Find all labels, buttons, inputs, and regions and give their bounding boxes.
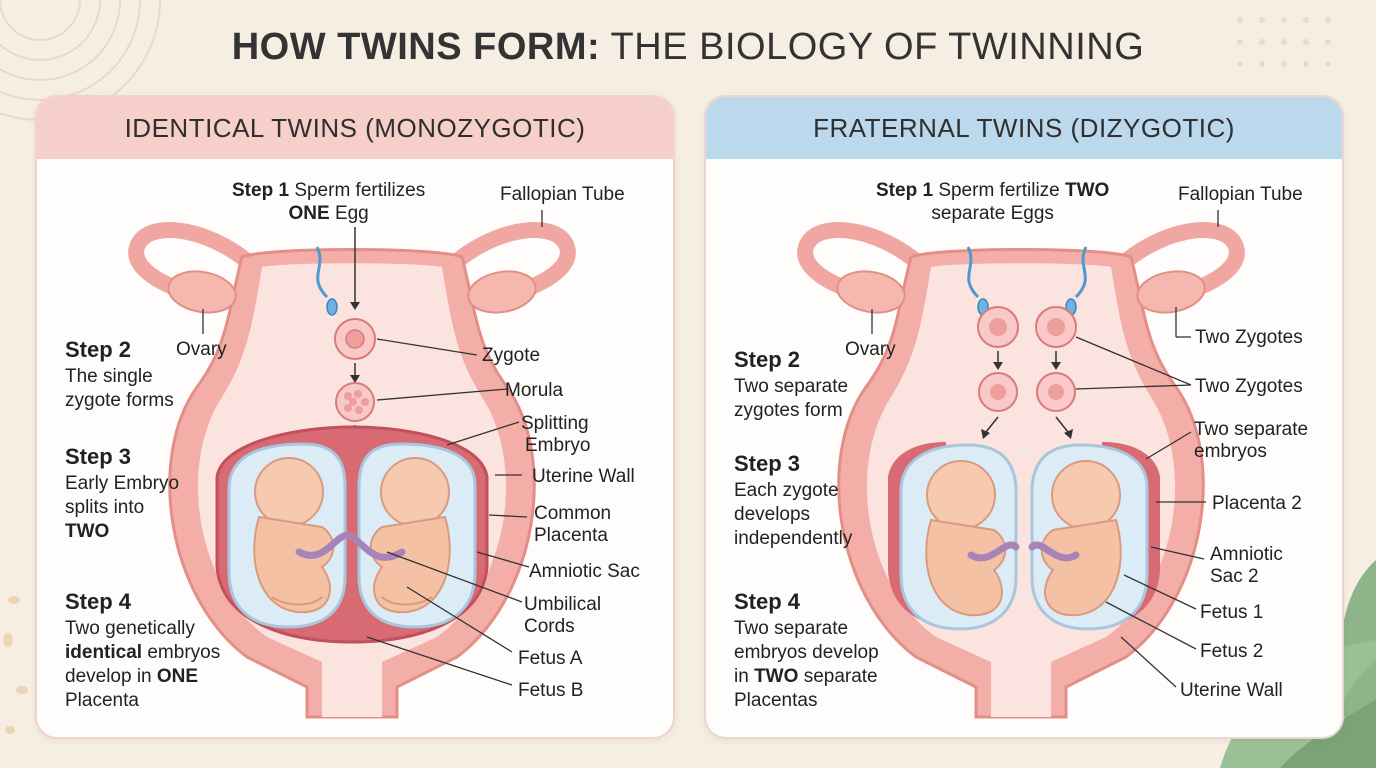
- fetus-a-label: Fetus A: [518, 648, 583, 669]
- fetus-2-label: Fetus 2: [1200, 641, 1264, 662]
- two-zygotes-top-label: Two Zygotes: [1195, 327, 1303, 348]
- fraternal-step1: Step 1 Sperm fertilize TWO separate Eggs: [876, 180, 1110, 224]
- title-bold: HOW TWINS FORM:: [231, 26, 601, 68]
- right-ovary: [467, 270, 537, 314]
- fetus-2-icon: [1040, 460, 1122, 617]
- uterine-wall-label: Uterine Wall: [532, 466, 635, 487]
- two-zygotes-mid-label: Two Zygotes: [1195, 376, 1303, 397]
- identical-step4: Step 4 Two genetically identical embryos…: [65, 589, 221, 711]
- zygote-icon: [334, 318, 376, 360]
- placenta-2-label: Placenta 2: [1212, 493, 1302, 514]
- morula-icon: [335, 382, 375, 422]
- right-ovary: [1136, 270, 1206, 314]
- ovary-label: Ovary: [845, 339, 896, 360]
- identical-step1: Step 1 Sperm fertilizes ONE Egg: [232, 180, 426, 224]
- title-light: THE BIOLOGY OF TWINNING: [610, 26, 1145, 68]
- fallopian-tube-label: Fallopian Tube: [500, 184, 625, 205]
- ovary-label: Ovary: [176, 339, 227, 360]
- fraternal-header: FRATERNAL TWINS (DIZYGOTIC): [706, 97, 1342, 159]
- leader-lines: [202, 210, 543, 686]
- zygote-label: Zygote: [482, 345, 541, 366]
- seed-dots: [3, 596, 28, 734]
- fetus-a-icon: [253, 457, 335, 614]
- zygotes-top-icon: [977, 306, 1077, 348]
- identical-header: IDENTICAL TWINS (MONOZYGOTIC): [37, 97, 673, 159]
- fallopian-tube-label: Fallopian Tube: [1178, 184, 1303, 205]
- identical-twins-panel: IDENTICAL TWINS (MONOZYGOTIC): [35, 95, 675, 739]
- umbilical-cords: [295, 531, 406, 561]
- fraternal-uterus-diagram: [797, 210, 1245, 719]
- leader-lines: [871, 210, 1219, 688]
- uterine-wall-label: Uterine Wall: [1180, 680, 1283, 701]
- fetus-1-label: Fetus 1: [1200, 602, 1264, 623]
- left-ovary: [167, 270, 237, 314]
- fraternal-step4: Step 4 Two separate embryos develop in T…: [734, 589, 879, 711]
- morula-label: Morula: [505, 380, 564, 401]
- fetus-b-label: Fetus B: [518, 680, 584, 701]
- dot-grid: [1237, 17, 1331, 67]
- fetus-b-icon: [369, 457, 451, 614]
- fraternal-twins-panel: FRATERNAL TWINS (DIZYGOTIC): [704, 95, 1344, 739]
- amniotic-sac-label: Amniotic Sac: [529, 561, 640, 582]
- left-ovary: [836, 270, 906, 314]
- identical-uterus-diagram: [128, 210, 576, 719]
- fetus-1-icon: [925, 460, 1007, 617]
- umbilical-cord-2: [1028, 541, 1080, 562]
- page-title: HOW TWINS FORM: THE BIOLOGY OF TWINNING: [0, 26, 1376, 69]
- sperm-icon: [315, 246, 338, 316]
- umbilical-cord-1: [967, 541, 1020, 562]
- zygotes-mid-icon: [978, 372, 1076, 412]
